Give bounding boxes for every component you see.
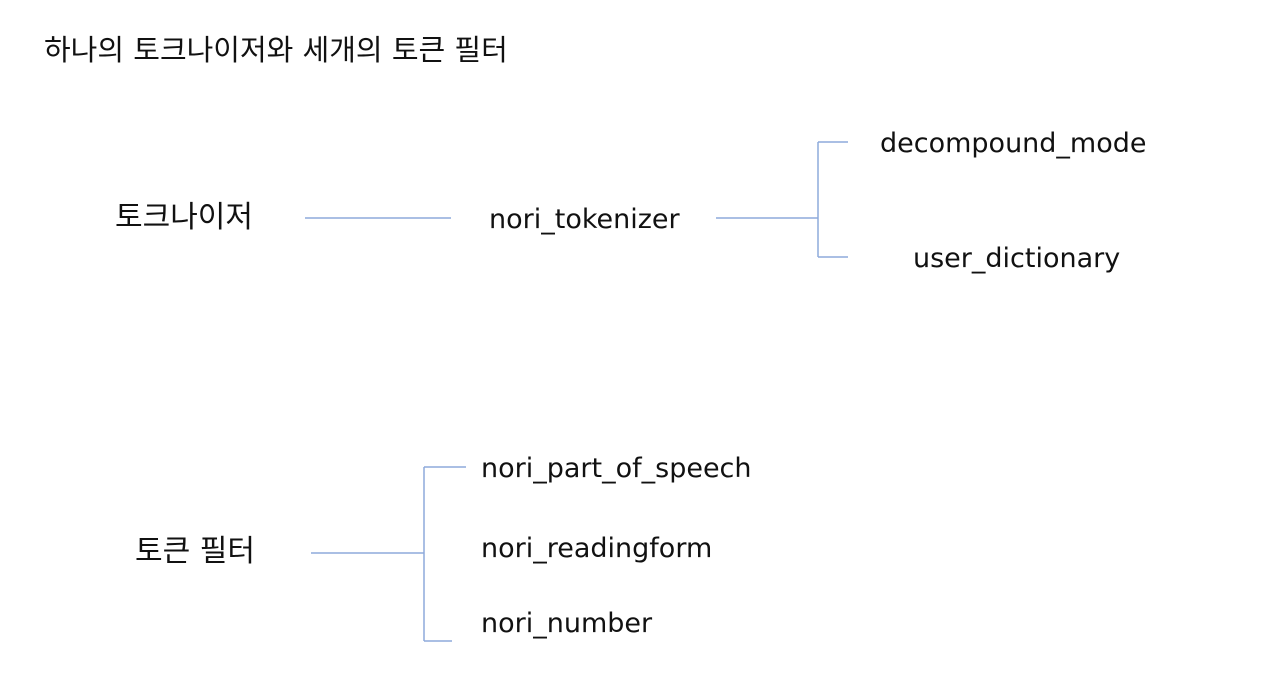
nori-tokenizer-node: nori_tokenizer	[489, 204, 680, 235]
option-decompound-mode: decompound_mode	[880, 128, 1147, 159]
filter-nori-part-of-speech: nori_part_of_speech	[481, 453, 752, 484]
filter-nori-number: nori_number	[481, 608, 653, 639]
filter-nori-readingform: nori_readingform	[481, 533, 713, 564]
slide-title: 하나의 토크나이저와 세개의 토큰 필터	[44, 33, 508, 67]
token-filter-category-label: 토큰 필터	[135, 534, 255, 569]
tokenizer-category-label: 토크나이저	[115, 200, 253, 235]
option-user-dictionary: user_dictionary	[913, 243, 1121, 274]
